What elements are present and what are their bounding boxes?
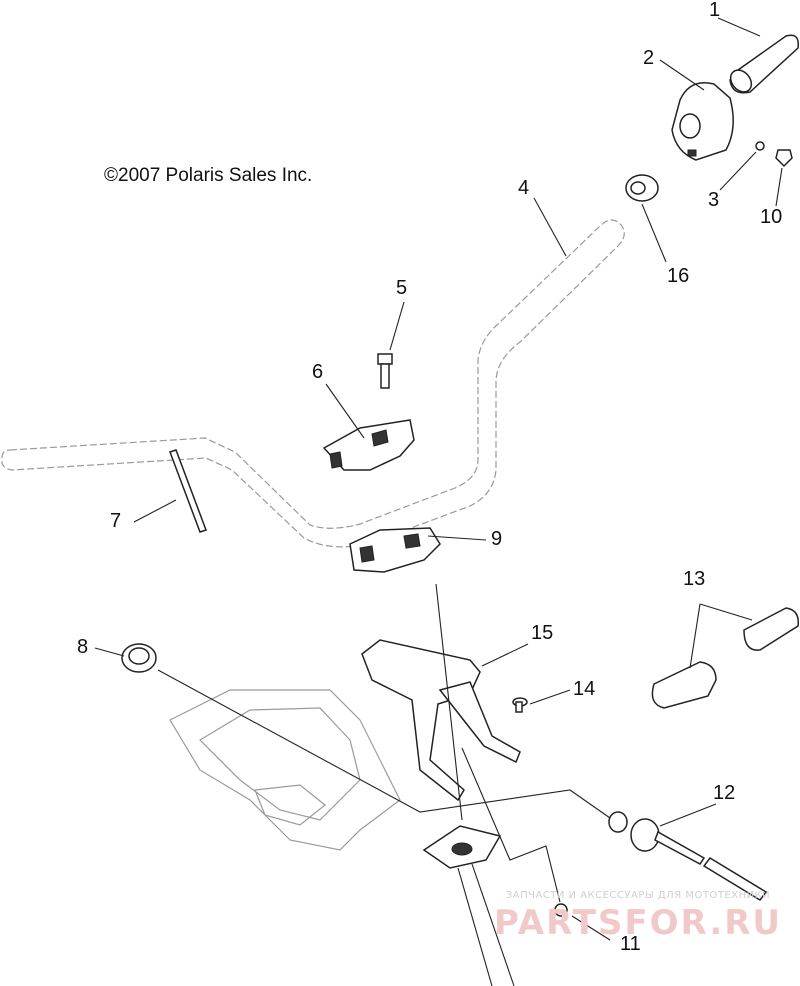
callout-4: 4 <box>518 177 530 199</box>
part-upper-clamp <box>322 419 415 471</box>
ghost-body-panel <box>169 689 401 851</box>
watermark-tagline: ЗАПЧАСТИ И АКСЕССУАРЫ ДЛЯ МОТОТЕХНИКИ <box>505 890 771 901</box>
part-small-nut <box>775 149 793 168</box>
part-small-screw <box>755 141 765 151</box>
part-washer <box>625 174 659 202</box>
part-long-bolt <box>169 449 207 533</box>
part-plug <box>554 903 568 917</box>
part-bracket <box>361 639 521 802</box>
callout-11: 11 <box>620 933 641 955</box>
callout-2: 2 <box>643 47 655 69</box>
part-handlebar <box>1 219 625 548</box>
callout-12: 12 <box>713 782 736 804</box>
part-grip-block <box>671 82 734 161</box>
part-grip-tube <box>729 34 799 94</box>
callout-9: 9 <box>491 528 503 550</box>
callout-16: 16 <box>667 265 690 287</box>
callout-8: 8 <box>77 636 89 658</box>
part-grommet <box>121 643 157 673</box>
part-throttle-cable <box>608 811 768 901</box>
copyright-notice: ©2007 Polaris Sales Inc. <box>104 165 313 186</box>
callout-6: 6 <box>312 361 324 383</box>
callout-10: 10 <box>760 206 783 228</box>
leader-lines <box>94 17 783 941</box>
callout-1: 1 <box>709 0 721 21</box>
callout-15: 15 <box>531 622 554 644</box>
part-column-plate <box>422 825 515 986</box>
part-lower-clamp <box>349 527 441 573</box>
part-screw <box>512 697 528 713</box>
callout-7: 7 <box>110 510 122 532</box>
part-bolt <box>377 353 393 389</box>
callout-14: 14 <box>573 678 596 700</box>
callout-3: 3 <box>708 189 720 211</box>
callout-5: 5 <box>396 277 408 299</box>
callout-13: 13 <box>683 568 706 590</box>
watermark-logo: PARTSFOR.RU <box>493 903 783 943</box>
part-throttle-housing <box>651 607 799 709</box>
watermark: ЗАПЧАСТИ И АКСЕССУАРЫ ДЛЯ МОТОТЕХНИКИ PA… <box>488 890 788 943</box>
